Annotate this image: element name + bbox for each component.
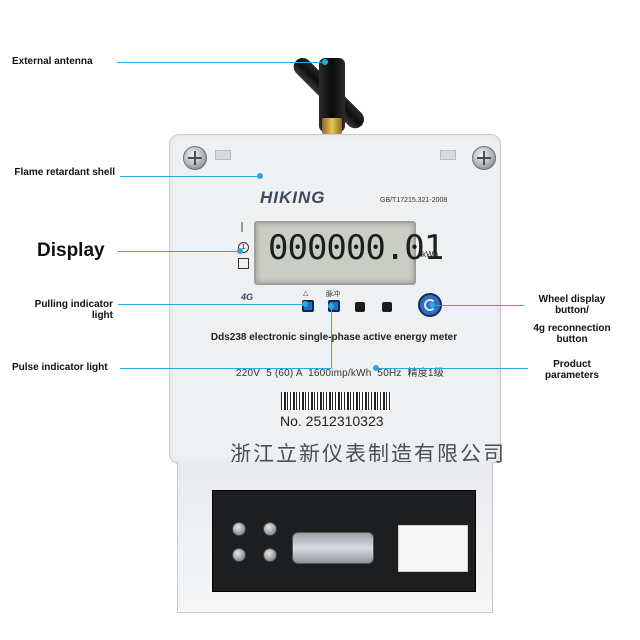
barcode xyxy=(281,392,391,410)
leader-line xyxy=(118,304,304,305)
terminal-screw-icon xyxy=(232,548,246,562)
callout-flame-retardant-shell: Flame retardant shell xyxy=(14,167,115,178)
terminal-screw-icon xyxy=(232,522,246,536)
screw-icon xyxy=(472,146,496,170)
callout-external-antenna: External antenna xyxy=(12,56,93,67)
callout-pulling-indicator-light: Pulling indicator light xyxy=(34,299,113,321)
leader-dot xyxy=(257,173,263,179)
serial-number: No. 2512310323 xyxy=(280,413,384,429)
callout-wheel-display-button: Wheel display button/ xyxy=(538,294,606,316)
mount-slot xyxy=(215,150,231,160)
square-icon xyxy=(238,258,249,269)
leader-dot xyxy=(322,59,328,65)
leader-dot xyxy=(429,302,435,308)
manufacturer-name: 浙江立新仪表制造有限公司 xyxy=(230,443,506,466)
leader-line xyxy=(331,306,332,368)
antenna-connector xyxy=(322,118,342,134)
meter-button[interactable] xyxy=(382,302,392,312)
warning-icon: △ xyxy=(303,290,309,297)
standard-number: GB/T17215.321-2008 xyxy=(380,197,448,204)
leader-dot xyxy=(328,303,334,309)
callout-4g-reconnection-button: 4g reconnection button xyxy=(533,323,611,345)
rating-parameters: 220V 5 (60) A 1600imp/kWh 50Hz 精度1级 xyxy=(236,368,444,379)
lcd-display xyxy=(254,221,416,285)
leader-dot xyxy=(373,365,379,371)
energy-reading: 000000.01 xyxy=(268,228,444,268)
leader-dot xyxy=(302,301,308,307)
callout-product-parameters: Product parameters xyxy=(545,359,599,381)
leader-line xyxy=(376,368,528,369)
wiring-diagram xyxy=(398,525,468,572)
terminal-screw-icon xyxy=(263,522,277,536)
callout-pulse-indicator-light: Pulse indicator light xyxy=(12,362,108,373)
model-name: Dds238 electronic single-phase active en… xyxy=(210,332,458,343)
pulse-label: 脉冲 xyxy=(326,291,340,298)
leader-line xyxy=(432,305,524,306)
terminal-bridge xyxy=(292,532,374,564)
leader-line xyxy=(120,176,259,177)
leader-dot xyxy=(237,248,243,254)
brand-logo: HIKING xyxy=(260,188,326,207)
leader-line xyxy=(118,251,239,252)
thermometer-icon xyxy=(241,222,243,232)
terminal-screw-icon xyxy=(263,548,277,562)
circle-one-icon: 1 xyxy=(238,242,249,253)
screw-icon xyxy=(183,146,207,170)
callout-display: Display xyxy=(37,240,105,261)
kwh-unit: ◂kWh xyxy=(418,250,439,259)
network-badge: 4G xyxy=(241,292,254,302)
leader-line xyxy=(120,368,331,369)
meter-button[interactable] xyxy=(355,302,365,312)
leader-line xyxy=(117,62,323,63)
mount-slot xyxy=(440,150,456,160)
